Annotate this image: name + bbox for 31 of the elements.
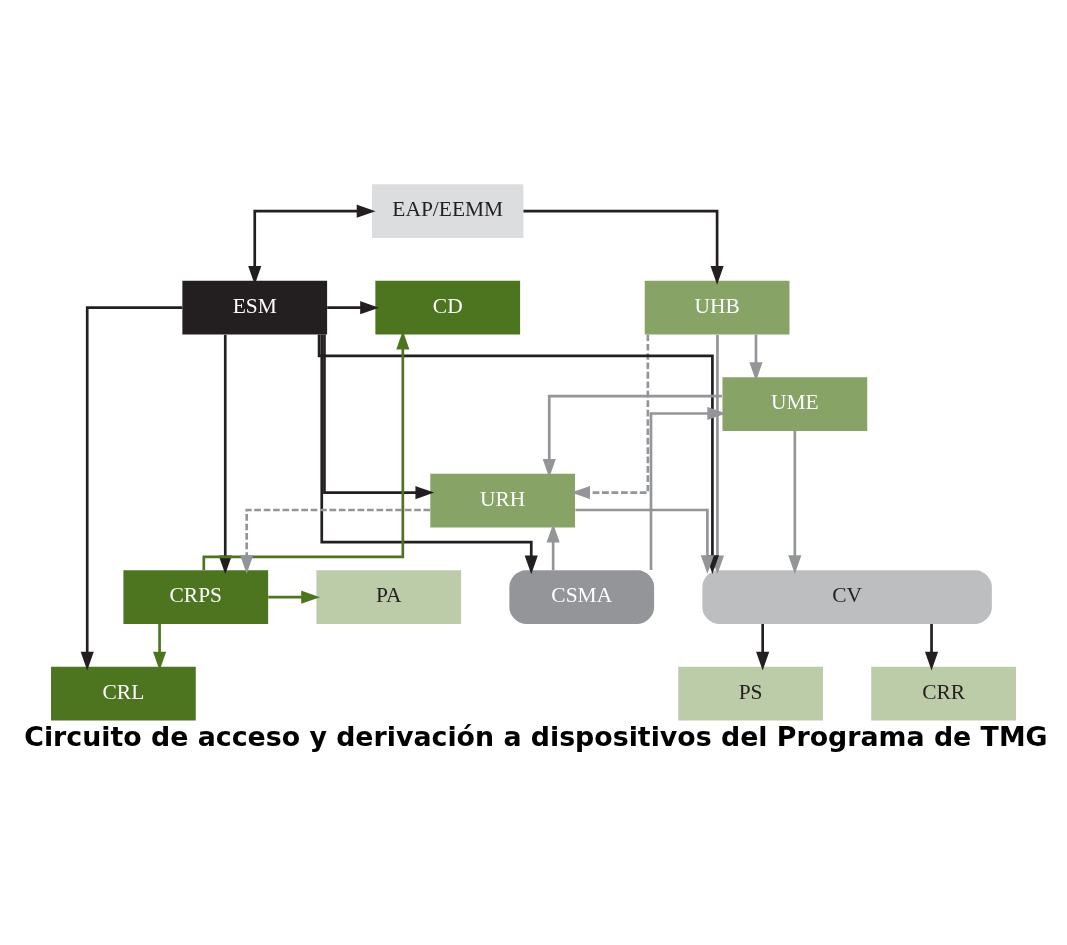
node-box: UME (722, 377, 868, 431)
caption: Circuito de acceso y derivación a dispositivos del Programa de TMG (24, 720, 1048, 752)
arrow (240, 508, 430, 575)
arrow (649, 406, 727, 571)
arrow (788, 431, 802, 574)
node-box: CV (702, 570, 992, 624)
arrow (756, 624, 770, 671)
node-box: UHB (644, 280, 790, 335)
node-box: CD (375, 280, 521, 335)
node-box: EAP/EEMM (372, 184, 524, 238)
arrow (327, 301, 379, 315)
node-box: PA (316, 570, 462, 624)
arrow (571, 334, 650, 500)
arrow (542, 394, 722, 478)
node-box: PS (678, 666, 823, 721)
arrow (546, 523, 560, 571)
arrow (323, 334, 435, 500)
arrow (80, 306, 183, 671)
node-box: CRPS (123, 570, 269, 624)
arrow (523, 209, 724, 285)
arrow (924, 624, 939, 671)
arrow (218, 334, 232, 575)
arrow (320, 334, 538, 575)
arrow (749, 334, 763, 382)
node-box: ESM (182, 280, 328, 335)
node-box: CRR (871, 666, 1016, 721)
node-box: CSMA (509, 570, 655, 624)
arrow (575, 508, 714, 575)
arrow (268, 590, 320, 604)
node-box: CRL (51, 666, 196, 721)
node-box: URH (430, 473, 576, 528)
